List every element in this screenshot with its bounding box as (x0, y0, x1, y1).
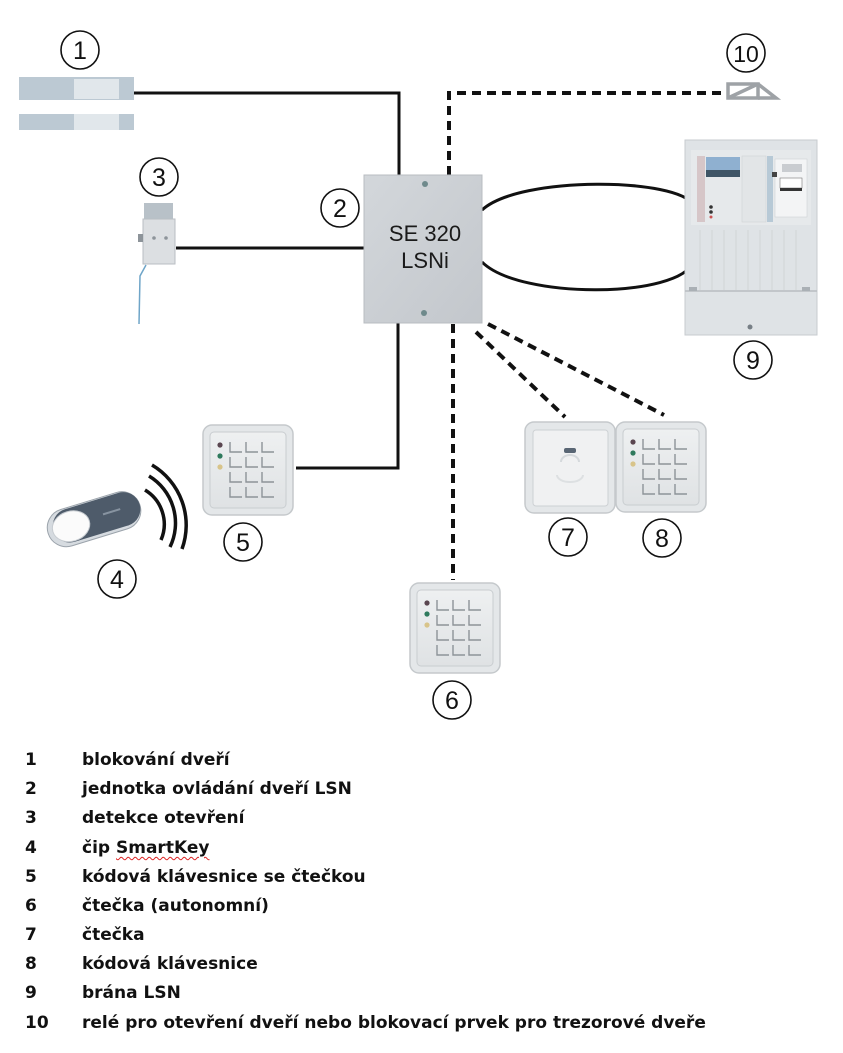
keypad-reader-device (202, 424, 294, 516)
reader-device (524, 421, 616, 514)
keypad-device (615, 421, 707, 513)
svg-text:5: 5 (236, 529, 250, 557)
legend-item: 8 kódová klávesnice (0, 950, 843, 979)
legend-label: kódová klávesnice (82, 954, 258, 974)
svg-text:6: 6 (445, 687, 459, 715)
legend-number: 10 (25, 1013, 49, 1033)
relay-device (726, 82, 782, 100)
line-keypad-reader-to-controller (296, 322, 400, 470)
legend-item: 1 blokování dveří (0, 746, 843, 775)
svg-text:3: 3 (152, 164, 166, 192)
legend-label: čtečka (autonomní) (82, 896, 269, 916)
line-controller-to-relay (447, 91, 728, 175)
callout-7: 7 (548, 517, 588, 557)
svg-text:1: 1 (73, 37, 87, 65)
legend-item: 5 kódová klávesnice se čtečkou (0, 863, 843, 892)
legend-label: brána LSN (82, 983, 181, 1003)
callout-2: 2 (320, 188, 360, 228)
legend-label: čip SmartKey (82, 834, 209, 863)
callout-1: 1 (60, 30, 100, 70)
legend-label-spellcheck-word: SmartKey (116, 838, 210, 858)
legend-item: 4 čip SmartKey (0, 834, 843, 863)
legend-number: 8 (25, 954, 37, 974)
legend-number: 3 (25, 808, 37, 828)
controller-type-label: LSNi (401, 248, 449, 273)
solid-connections (134, 91, 695, 470)
loop-controller-to-gateway-bottom (480, 260, 695, 292)
svg-text:10: 10 (733, 41, 759, 67)
callout-4: 4 (97, 559, 137, 599)
smartkey-chip-device (46, 463, 188, 550)
legend-number: 2 (25, 779, 37, 799)
svg-text:9: 9 (746, 347, 760, 375)
wireless-signal-icon (144, 463, 188, 550)
legend-label: kódová klávesnice se čtečkou (82, 867, 366, 887)
legend-item: 10 relé pro otevření dveří nebo blokovac… (0, 1009, 843, 1038)
line-door-lock-to-controller (134, 91, 401, 175)
controller-model-label: SE 320 (389, 221, 461, 246)
legend-label: detekce otevření (82, 808, 245, 828)
callout-3: 3 (139, 157, 179, 197)
legend-number: 7 (25, 925, 37, 945)
door-control-unit: SE 320 LSNi (363, 174, 483, 324)
legend-label: čtečka (82, 925, 145, 945)
legend-number: 9 (25, 983, 37, 1003)
door-control-diagram: SE 320 LSNi (19, 30, 818, 720)
svg-text:2: 2 (333, 195, 347, 223)
callout-6: 6 (432, 680, 472, 720)
line-controller-to-reader (474, 330, 567, 419)
svg-text:4: 4 (110, 566, 124, 594)
legend-label: jednotka ovládání dveří LSN (82, 779, 352, 799)
legend-label-prefix: čip (82, 838, 116, 858)
opening-detector-device (138, 203, 176, 325)
legend-number: 5 (25, 867, 37, 887)
callout-9: 9 (733, 340, 773, 380)
callout-10: 10 (726, 33, 766, 73)
legend-item: 7 čtečka (0, 921, 843, 950)
svg-text:8: 8 (655, 525, 669, 553)
legend-item: 2 jednotka ovládání dveří LSN (0, 775, 843, 804)
legend-label: relé pro otevření dveří nebo blokovací p… (82, 1013, 706, 1033)
line-controller-to-keypad (487, 322, 665, 417)
svg-text:7: 7 (561, 524, 575, 552)
legend-item: 6 čtečka (autonomní) (0, 892, 843, 921)
legend-number: 1 (25, 750, 37, 770)
lsn-gateway-device (684, 139, 818, 336)
legend-number: 6 (25, 896, 37, 916)
loop-controller-to-gateway-top (480, 182, 695, 212)
callouts: 1 2 3 4 5 6 7 8 9 10 (60, 30, 773, 720)
dashed-connections (447, 91, 728, 580)
callout-8: 8 (642, 518, 682, 558)
legend-number: 4 (25, 838, 37, 858)
legend-label: blokování dveří (82, 750, 230, 770)
legend-item: 3 detekce otevření (0, 804, 843, 833)
standalone-reader-device (409, 582, 501, 674)
legend-item: 9 brána LSN (0, 979, 843, 1008)
door-lock-device (19, 77, 134, 130)
callout-5: 5 (223, 522, 263, 562)
